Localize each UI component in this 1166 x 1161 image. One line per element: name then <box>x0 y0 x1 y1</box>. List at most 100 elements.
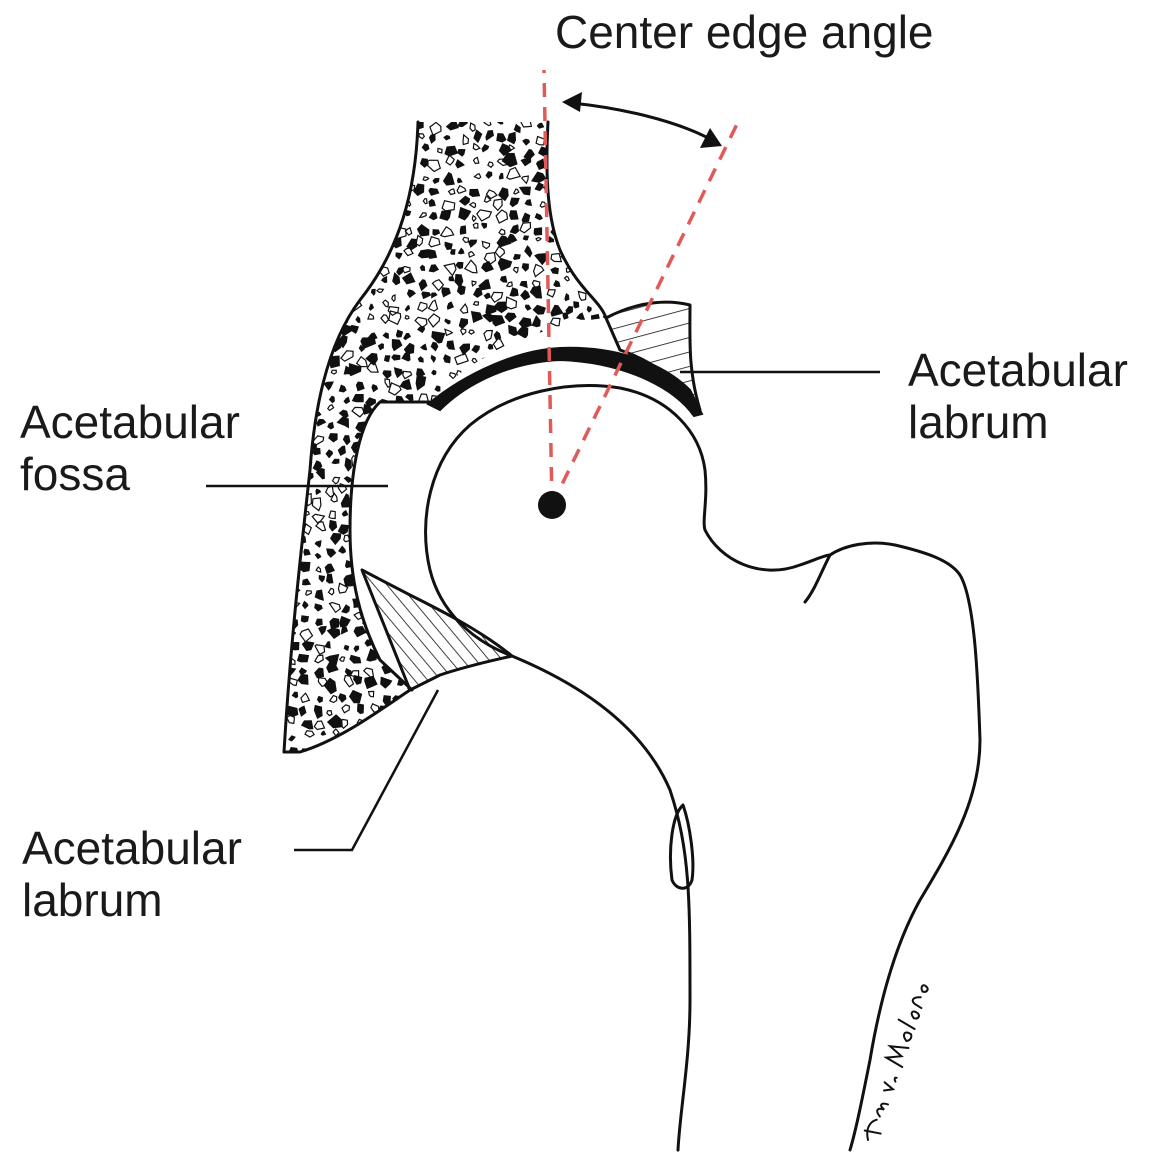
bone-trabecula <box>321 731 325 735</box>
bone-trabecula <box>617 422 624 427</box>
bone-trabecula <box>331 493 337 502</box>
bone-trabecula <box>505 500 516 508</box>
bone-trabecula <box>339 525 349 534</box>
bone-trabecula <box>573 581 580 587</box>
bone-trabecula <box>527 577 534 584</box>
bone-trabecula <box>616 234 624 242</box>
bone-trabecula <box>610 651 620 664</box>
bone-trabecula <box>378 459 385 467</box>
bone-trabecula <box>423 430 433 439</box>
bone-trabecula <box>316 554 321 559</box>
bone-trabecula <box>338 277 346 284</box>
bone-trabecula <box>478 395 489 403</box>
bone-trabecula <box>457 186 466 194</box>
bone-trabecula <box>579 153 584 159</box>
bone-trabecula <box>560 447 570 455</box>
femur <box>426 386 980 1150</box>
bone-trabecula <box>315 604 322 611</box>
bone-trabecula <box>597 338 608 347</box>
bone-trabecula <box>472 216 476 222</box>
bone-trabecula <box>457 371 463 377</box>
bone-trabecula <box>591 523 598 529</box>
bone-trabecula <box>580 392 587 399</box>
bone-trabecula <box>420 707 425 712</box>
bone-trabecula <box>304 549 310 555</box>
bone-trabecula <box>420 265 424 270</box>
bone-trabecula <box>561 330 566 336</box>
bone-trabecula <box>482 223 487 228</box>
bone-trabecula <box>526 305 531 310</box>
bone-trabecula <box>523 514 528 520</box>
bone-trabecula <box>379 731 393 743</box>
bone-trabecula <box>576 212 583 221</box>
bone-trabecula <box>273 159 281 165</box>
bone-trabecula <box>292 249 300 256</box>
bone-trabecula <box>499 188 508 200</box>
bone-trabecula <box>446 590 450 596</box>
bone-trabecula <box>515 125 521 133</box>
bone-trabecula <box>419 744 433 758</box>
bone-trabecula <box>586 485 591 493</box>
bone-trabecula <box>381 562 388 568</box>
bone-trabecula <box>471 551 477 557</box>
bone-trabecula <box>405 211 411 216</box>
bone-trabecula <box>504 562 516 574</box>
bone-trabecula <box>345 458 351 471</box>
bone-trabecula <box>599 280 604 285</box>
bone-trabecula <box>289 736 295 741</box>
bone-trabecula <box>616 683 622 689</box>
bone-trabecula <box>548 618 555 625</box>
bone-trabecula <box>459 746 465 751</box>
bone-trabecula <box>430 213 437 220</box>
bone-trabecula <box>300 345 308 353</box>
bone-trabecula <box>277 560 288 570</box>
bone-trabecula <box>353 735 361 743</box>
bone-trabecula <box>328 628 340 638</box>
bone-trabecula <box>614 548 624 559</box>
bone-trabecula <box>531 533 543 545</box>
bone-trabecula <box>552 601 556 605</box>
bone-trabecula <box>358 204 363 208</box>
bone-trabecula <box>579 585 587 591</box>
bone-trabecula <box>506 733 515 743</box>
bone-trabecula <box>520 223 531 233</box>
bone-trabecula <box>433 708 439 714</box>
bone-trabecula <box>431 422 437 427</box>
bone-trabecula <box>370 212 379 218</box>
bone-trabecula <box>416 376 425 390</box>
bone-trabecula <box>586 615 595 626</box>
bone-trabecula <box>535 254 547 265</box>
bone-trabecula <box>500 716 507 722</box>
bone-trabecula <box>329 511 335 519</box>
bone-trabecula <box>467 480 477 493</box>
bone-trabecula <box>328 161 334 169</box>
bone-trabecula <box>560 735 569 742</box>
bone-trabecula <box>488 548 493 554</box>
bone-trabecula <box>447 678 452 684</box>
bone-trabecula <box>590 715 600 724</box>
bone-trabecula <box>577 562 582 568</box>
bone-trabecula <box>276 380 282 385</box>
bone-trabecula <box>534 523 544 530</box>
bone-trabecula <box>585 667 594 674</box>
bone-trabecula <box>343 189 351 197</box>
bone-trabecula <box>585 268 596 276</box>
bone-trabecula <box>552 203 559 209</box>
bone-trabecula <box>557 406 568 417</box>
bone-trabecula <box>536 485 540 491</box>
bone-trabecula <box>536 431 544 438</box>
bone-trabecula <box>389 311 401 324</box>
bone-trabecula <box>383 371 391 378</box>
bone-trabecula <box>382 500 387 508</box>
bone-trabecula <box>524 745 531 756</box>
bone-trabecula <box>601 677 610 687</box>
bone-trabecula <box>359 540 364 544</box>
bone-trabecula <box>292 352 299 361</box>
bone-trabecula <box>405 136 417 144</box>
bone-trabecula <box>510 633 516 641</box>
bone-trabecula <box>474 618 483 627</box>
bone-trabecula <box>442 577 452 588</box>
bone-trabecula <box>472 312 483 322</box>
bone-trabecula <box>305 404 313 412</box>
bone-trabecula <box>547 745 556 756</box>
